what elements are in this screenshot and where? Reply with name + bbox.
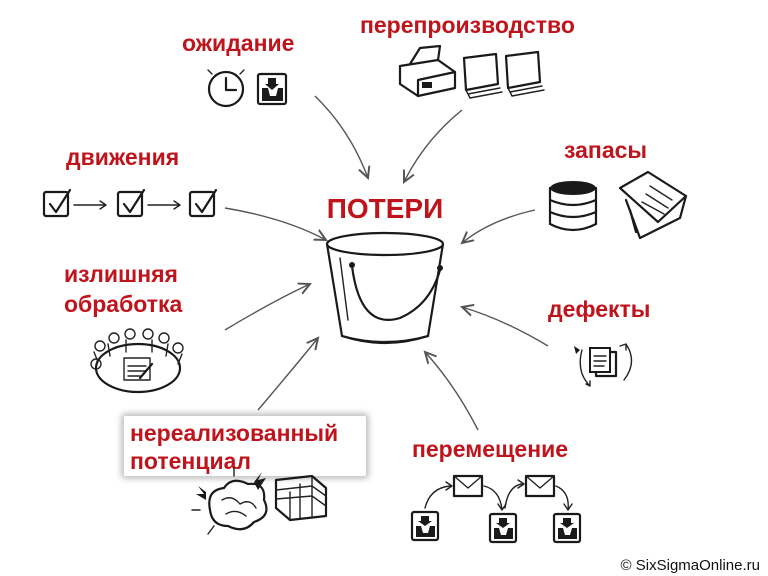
arrow-motion <box>224 207 326 240</box>
center-title: ПОТЕРИ <box>326 193 444 224</box>
arrow-overproduction <box>404 109 463 182</box>
label-overproduction: перепроизводство <box>360 12 575 38</box>
highlight-box <box>124 416 366 476</box>
label-transportation: перемещение <box>412 436 569 462</box>
printer-icon <box>398 44 457 98</box>
copyright-text: © SixSigmaOnline.ru <box>620 557 760 574</box>
checkbox-icon <box>188 188 218 218</box>
recycle-documents-icon <box>574 343 633 387</box>
inbox-tray-icon <box>256 72 288 106</box>
label-inventory: запасы <box>564 137 648 163</box>
clock-icon <box>207 69 245 108</box>
arrow-unused-talent <box>257 338 318 411</box>
label-defects: дефекты <box>548 296 651 322</box>
inbox-tray-icon <box>488 512 518 544</box>
brick-wall-icon <box>274 474 328 522</box>
inbox-tray-icon <box>552 512 582 544</box>
checkbox-icon <box>116 188 146 218</box>
envelope-icon <box>524 474 556 498</box>
label-waiting: ожидание <box>182 30 295 56</box>
inbox-tray-icon <box>410 510 440 542</box>
meeting-table-icon <box>90 328 184 394</box>
brain-icon <box>191 467 268 535</box>
paper-stack-icon <box>462 50 545 99</box>
checkbox-icon <box>42 188 72 218</box>
arrow-transportation <box>425 352 479 431</box>
label-overprocessing-1: излишняя <box>64 261 178 287</box>
label-unused-talent-2: потенциал <box>130 448 251 474</box>
arrow-inventory <box>462 209 536 243</box>
label-motion: движения <box>66 144 180 170</box>
arrow-defects <box>462 307 549 347</box>
database-icon <box>548 181 598 232</box>
label-overprocessing-2: обработка <box>64 291 183 317</box>
open-book-icon <box>618 170 688 240</box>
label-unused-talent-1: нереализованный <box>130 420 339 446</box>
arrow-waiting <box>314 95 368 178</box>
envelope-icon <box>452 474 484 498</box>
arrow-overprocessing <box>224 284 310 331</box>
